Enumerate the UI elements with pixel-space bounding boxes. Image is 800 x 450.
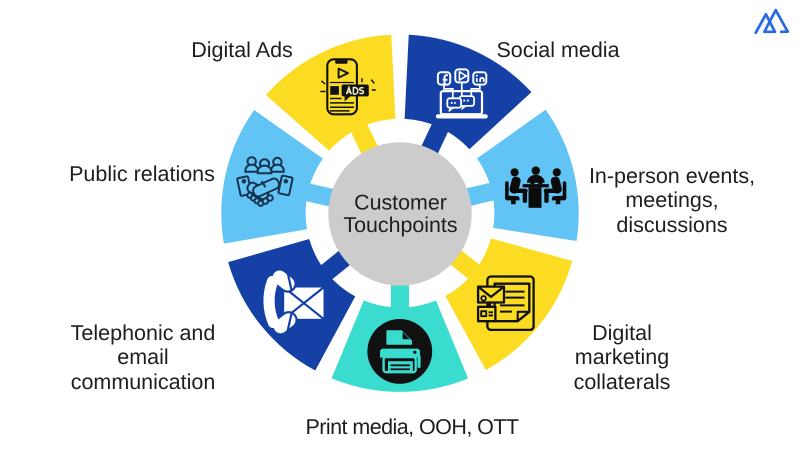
svg-text:Customer: Customer [354,191,447,215]
svg-text:Touchpoints: Touchpoints [343,213,457,237]
